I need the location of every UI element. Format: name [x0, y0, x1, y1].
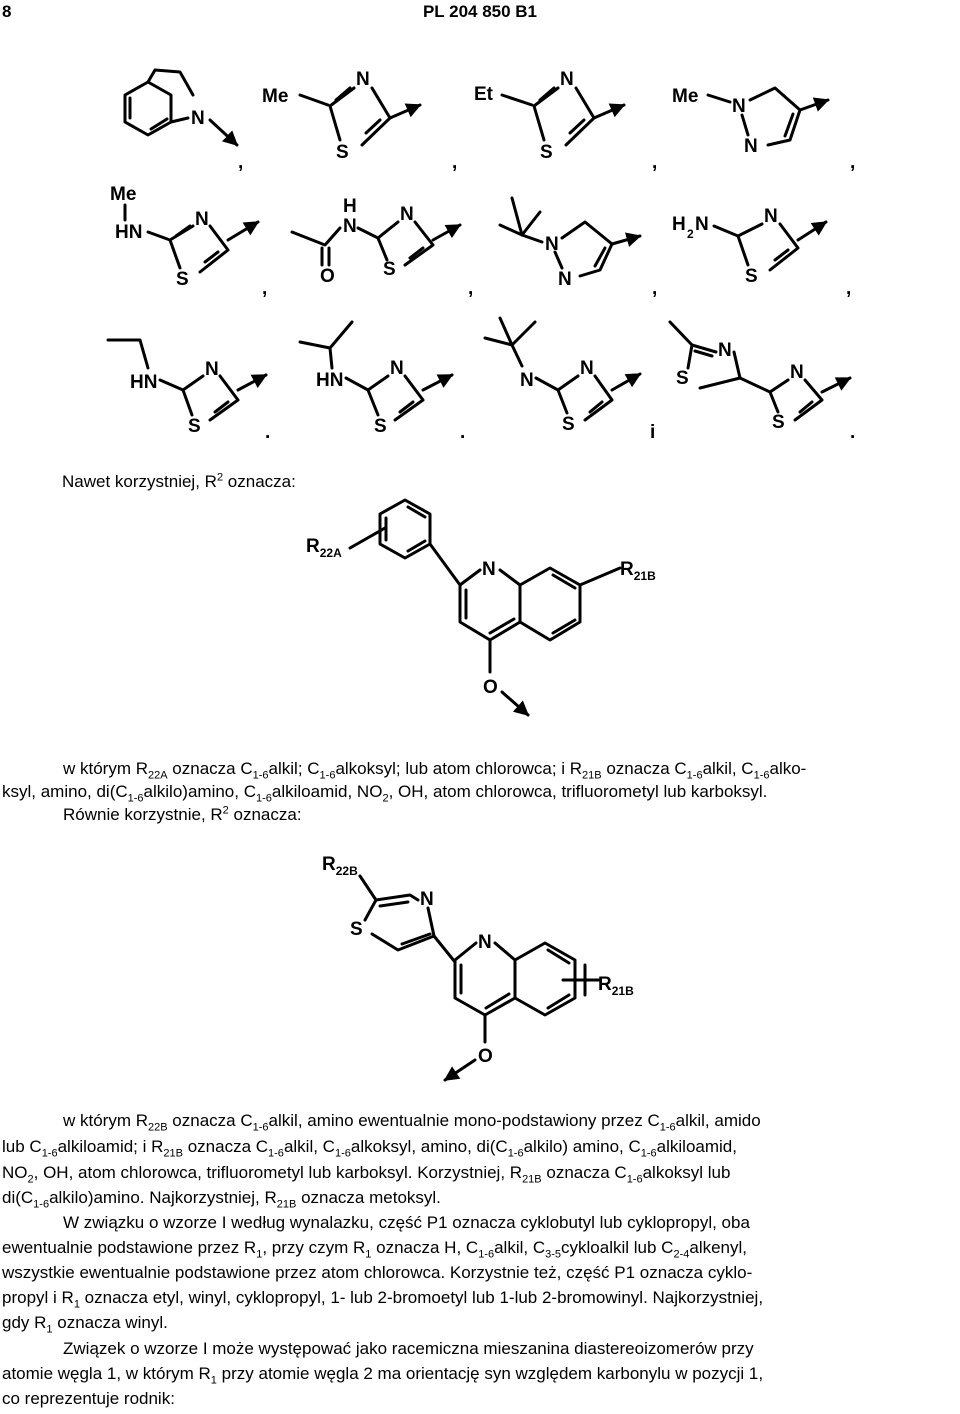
atom-label: N — [695, 214, 709, 235]
atom-label: N — [191, 108, 205, 129]
document-id: PL 204 850 B1 — [422, 2, 538, 21]
page-number: 8 — [2, 2, 12, 21]
atom-label: S — [562, 414, 575, 435]
separator: . — [265, 422, 270, 443]
paragraph-r22b-line4: di(C1-6alkilo)amino. Najkorzystniej, R21… — [2, 1188, 441, 1211]
atom-label: N — [482, 559, 496, 580]
separator: , — [452, 152, 457, 173]
atom-label: N — [195, 209, 209, 230]
atom-label: HN — [130, 372, 157, 393]
atom-label: S — [176, 269, 189, 290]
methylpyrazole-structure: Me N N — [672, 86, 830, 157]
paragraph-r22a-definition-cont: ksyl, amino, di(C1-6alkilo)amino, C1-6al… — [2, 782, 768, 805]
separator: , — [652, 278, 657, 299]
tertbutylaminothiazole-structure: N N S — [483, 316, 642, 435]
atom-label: N — [343, 216, 357, 237]
paragraph-p1-line2: ewentualnie podstawione przez R1, przy c… — [2, 1238, 747, 1261]
atom-label: H — [343, 196, 357, 217]
separator: . — [460, 422, 465, 443]
separator: , — [262, 278, 267, 299]
atom-label: N — [420, 889, 434, 910]
separator: , — [652, 152, 657, 173]
separator: , — [468, 278, 473, 299]
atom-label: N — [390, 358, 404, 379]
paragraph-r22b-line3: NO2, OH, atom chlorowca, trifluorometyl … — [2, 1163, 731, 1186]
r22a-label: R22A — [306, 536, 342, 560]
methylaminothiazole-structure: Me HN N S — [110, 184, 260, 290]
paragraph-p1-line1: W związku o wzorze I według wynalazku, c… — [63, 1213, 750, 1232]
atom-label: H — [672, 214, 686, 235]
atom-label: N — [560, 69, 574, 90]
atom-label: S — [350, 919, 363, 940]
phenylquinoline-structure: R22A N R21B O — [306, 498, 656, 717]
paragraph-racemic-line2: atomie węgla 1, w którym R1 przy atomie … — [2, 1364, 764, 1387]
paragraph-r22b-line1: w którym R22B oznacza C1-6alkil, amino e… — [63, 1111, 761, 1134]
paragraph-p1-line5: gdy R1 oznacza winyl. — [2, 1313, 168, 1336]
atom-label: N — [356, 69, 370, 90]
intro-line: Nawet korzystniej, R2 oznacza: — [62, 471, 296, 491]
atom-label: S — [374, 416, 387, 437]
r22b-label: R22B — [322, 854, 358, 878]
paragraph-p1-line3: wszystkie ewentualnie podstawione przez … — [2, 1263, 753, 1282]
paragraph-racemic-line3: co reprezentuje rodnik: — [2, 1389, 175, 1408]
atom-label: N — [764, 206, 778, 227]
atom-label: 2 — [687, 227, 694, 241]
atom-label: N — [580, 358, 594, 379]
atom-label: HN — [316, 370, 343, 391]
atom-label: S — [336, 142, 349, 163]
tertbutylpyrazole-structure: N N — [498, 196, 642, 290]
atom-label: S — [772, 412, 785, 433]
atom-label: O — [478, 1046, 493, 1067]
bithiazole-structure: N S N S — [668, 320, 852, 433]
atom-label: N — [205, 359, 219, 380]
atom-label: S — [383, 259, 396, 280]
methylthiazole-structure: Me N S — [262, 69, 422, 163]
ethylaminothiazole-structure: HN N S — [106, 338, 268, 437]
atom-label: N — [545, 234, 559, 255]
paragraph-r22a-definition: w którym R22A oznacza C1-6alkil; C1-6alk… — [63, 759, 807, 782]
atom-label: N — [478, 932, 492, 953]
r21b-label: R21B — [598, 974, 634, 998]
r21b-label: R21B — [620, 559, 656, 583]
ethylthiazole-structure: Et N S — [474, 69, 626, 163]
atom-label: HN — [115, 222, 142, 243]
atom-label: Et — [474, 84, 494, 105]
paragraph-alt-r2: Równie korzystnie, R2 oznacza: — [63, 804, 302, 824]
atom-label: N — [718, 340, 732, 361]
atom-label: N — [744, 136, 758, 157]
separator: , — [846, 278, 851, 299]
paragraph-p1-line4: propyl i R1 oznacza etyl, winyl, cyklopr… — [2, 1288, 764, 1311]
isopropylaminothiazole-structure: HN N S — [298, 320, 454, 437]
separator: , — [238, 152, 243, 173]
atom-label: S — [188, 416, 201, 437]
separator: i — [650, 422, 655, 443]
atom-label: S — [540, 142, 553, 163]
atom-label: N — [558, 269, 572, 290]
atom-label: O — [320, 266, 335, 287]
thiazolylquinoline-structure: R22B N S N R21B O — [322, 854, 634, 1082]
separator: . — [850, 422, 855, 443]
indoline-structure: N — [123, 68, 239, 147]
atom-label: S — [745, 266, 758, 287]
atom-label: N — [790, 362, 804, 383]
atom-label: N — [400, 204, 414, 225]
atom-label: Me — [262, 86, 288, 107]
atom-label: Me — [110, 184, 136, 205]
paragraph-racemic-line1: Związek o wzorze I może występować jako … — [63, 1339, 754, 1358]
paragraph-r22b-line2: lub C1-6alkiloamid; i R21B oznacza C1-6a… — [2, 1137, 737, 1160]
separator: , — [850, 152, 855, 173]
aminothiazole-structure: H 2 N N S — [672, 206, 828, 287]
atom-label: N — [732, 96, 746, 117]
atom-label: S — [676, 368, 689, 389]
atom-label: N — [520, 370, 534, 391]
atom-label: Me — [672, 86, 698, 107]
acetamidothiazole-structure: H N O N S — [290, 196, 462, 287]
atom-label: O — [483, 677, 498, 698]
